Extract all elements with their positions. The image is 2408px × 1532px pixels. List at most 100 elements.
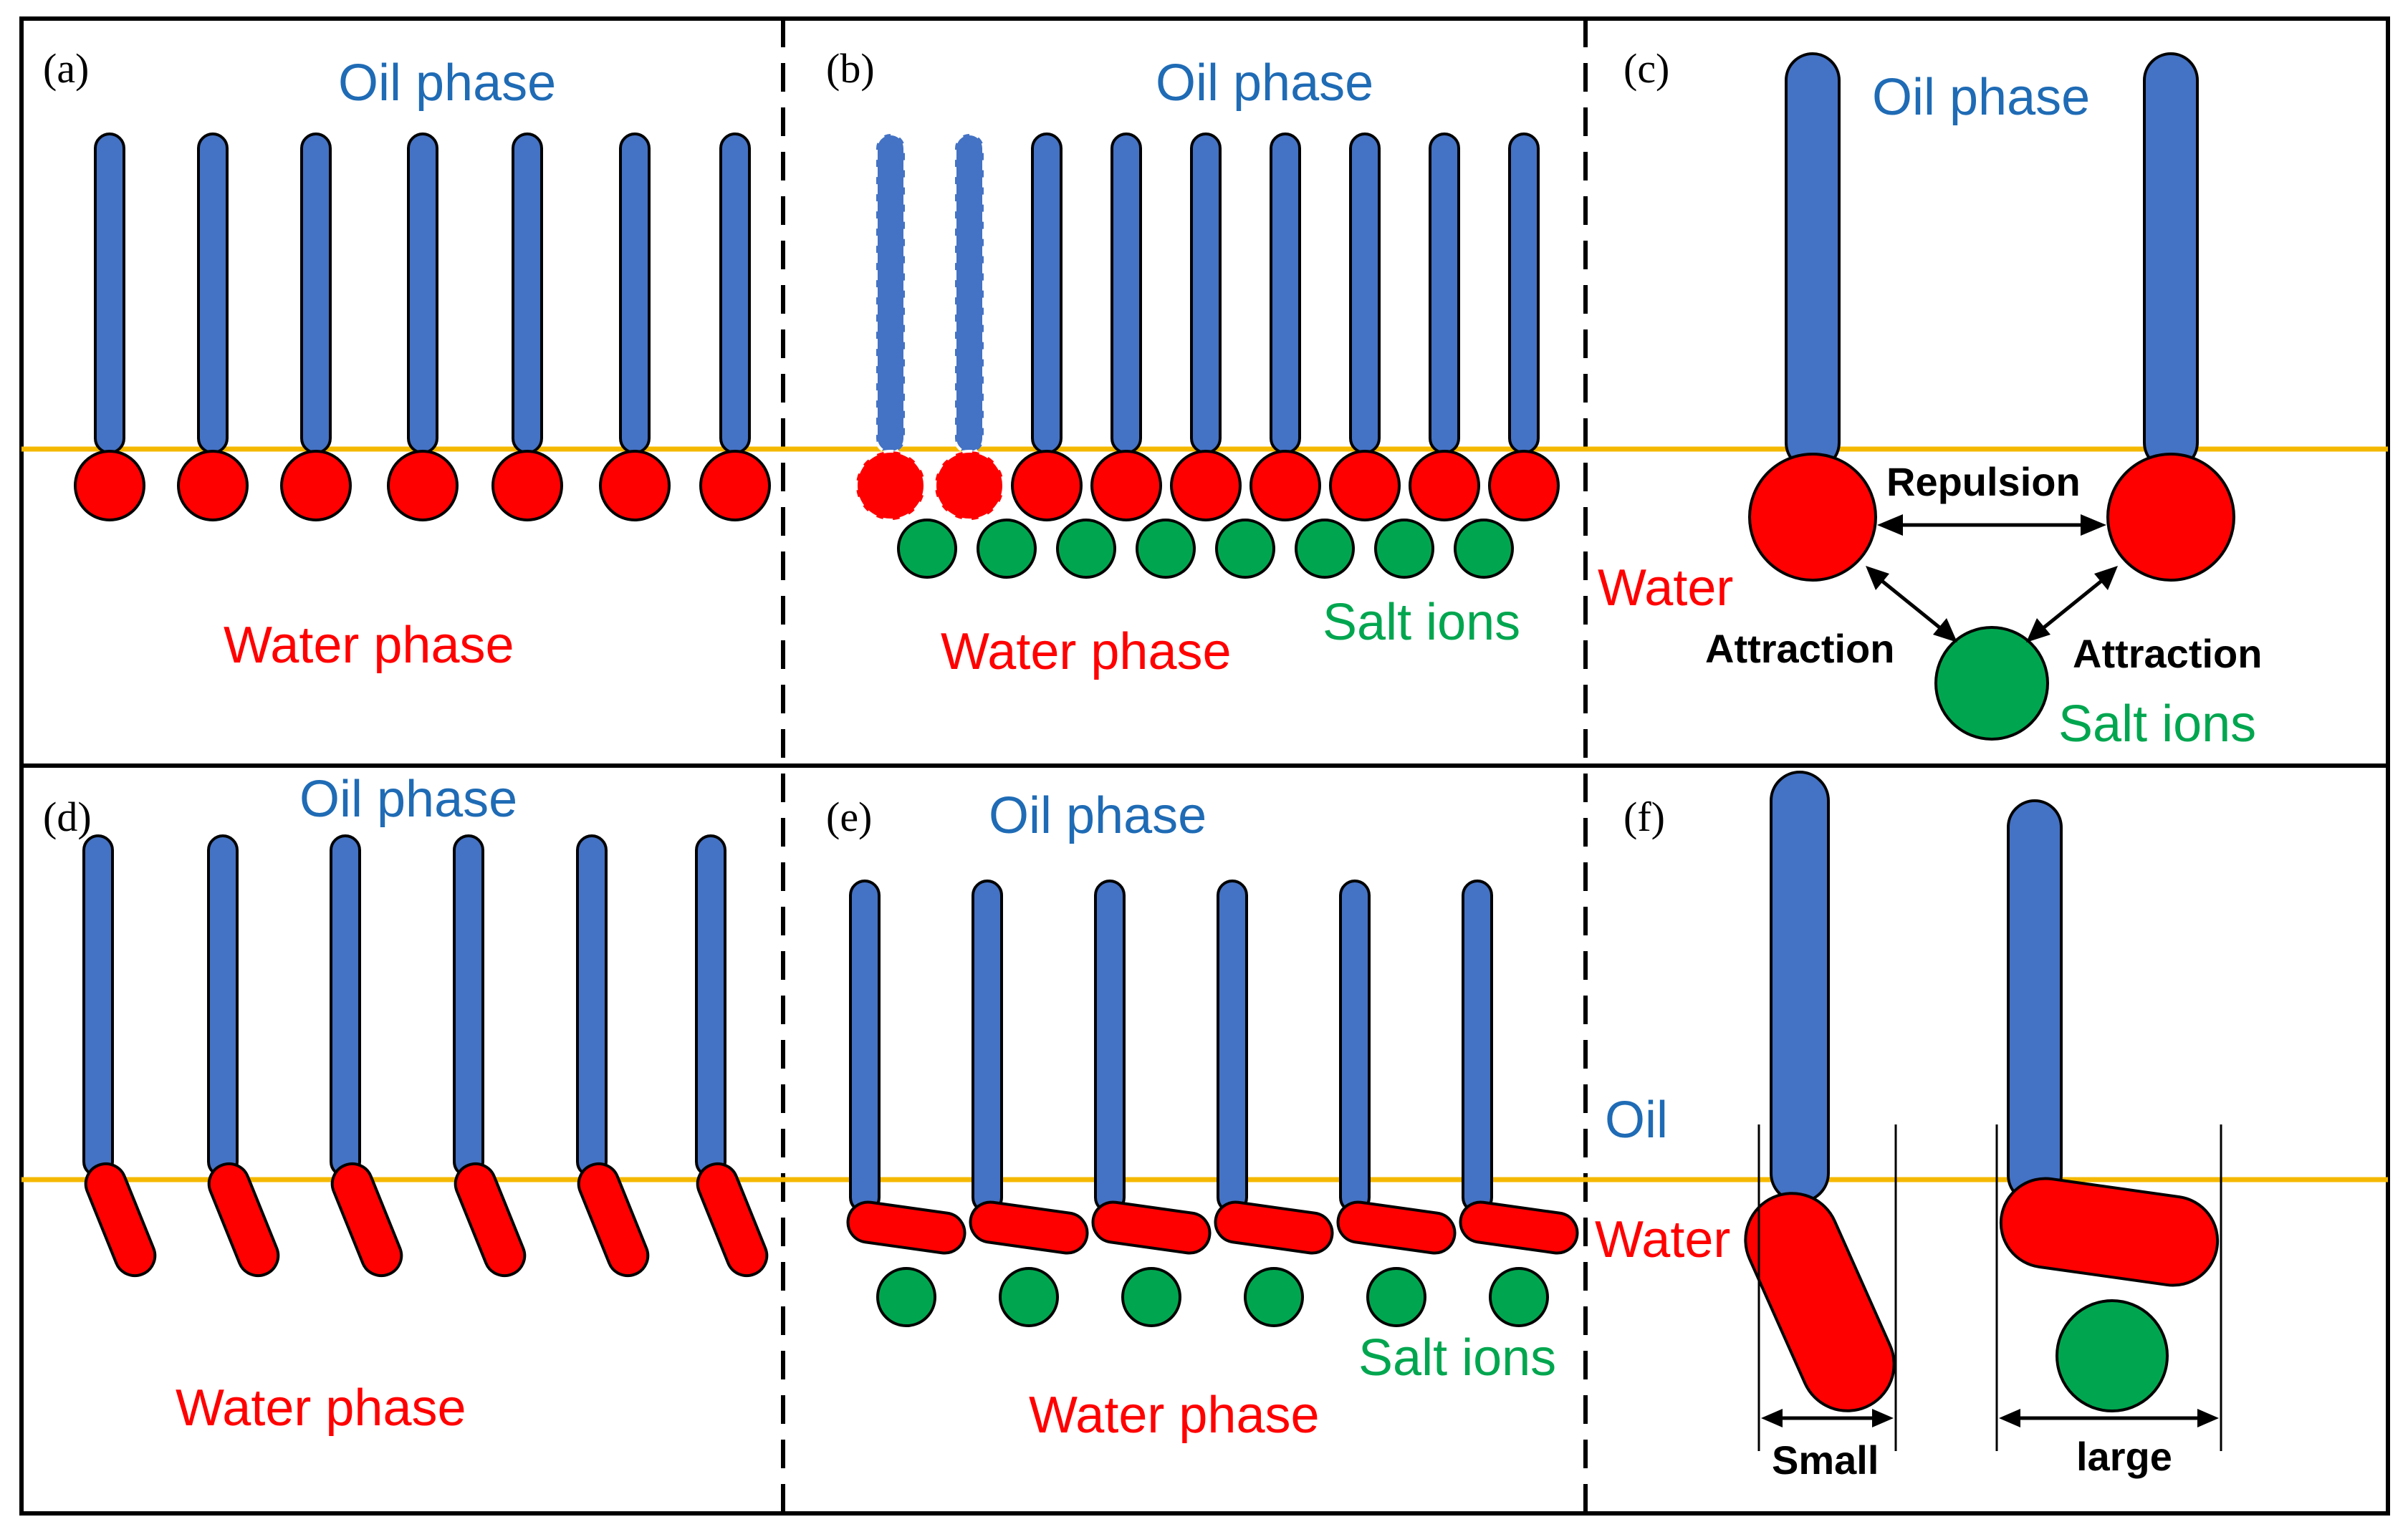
dashed-surfactant-tail [954, 133, 985, 454]
surfactant-tail [695, 834, 726, 1177]
surfactant-tail [1508, 133, 1540, 454]
surfactant-head [387, 450, 459, 521]
surfactant-tail [207, 834, 239, 1177]
panel-e-surfactants [846, 880, 1579, 1255]
panel-b-water-label: Water phase [941, 623, 1232, 680]
panel-e-tag: (e) [826, 794, 872, 840]
surfactant-tail [512, 133, 543, 454]
surfactant-head [2106, 453, 2235, 582]
surfactant-tail [1111, 133, 1142, 454]
attraction-arrowhead-right-top [2094, 566, 2118, 590]
panel-b-salt-ions [897, 519, 1514, 579]
surfactant-head [1336, 1200, 1457, 1255]
surfactant-tail [1094, 880, 1126, 1213]
salt-ion [999, 1267, 1059, 1327]
attraction-arrow-right [2039, 577, 2106, 632]
surfactant-tail [972, 880, 1003, 1213]
surfactant-head [491, 450, 563, 521]
panel-f: (f) Oil Water Small large [1595, 771, 2222, 1483]
surfactant-tail [1770, 771, 1830, 1203]
surfactant-head [1214, 1200, 1334, 1255]
surfactant-tail [719, 133, 751, 454]
surfactant-tail [1785, 52, 1841, 471]
surfactant-tail [1429, 133, 1460, 454]
surfactant-tail [1270, 133, 1301, 454]
surfactant-tail [1190, 133, 1222, 454]
surfactant-head [207, 1162, 280, 1278]
surfactant-head [1011, 450, 1083, 521]
surfactant-head-tilted [1744, 1192, 1896, 1412]
salt-ion [1295, 519, 1355, 579]
surfactant-tail [1031, 133, 1063, 454]
surfactant-tail [407, 133, 438, 454]
panel-c-salt-label: Salt ions [2058, 695, 2256, 753]
salt-ion [897, 519, 957, 579]
panel-c-oil-label: Oil phase [1872, 69, 2090, 126]
panel-e: (e) Oil phase Salt ions Water phase [826, 787, 1579, 1444]
surfactant-tail [849, 880, 881, 1213]
surfactant-tail [197, 133, 229, 454]
surfactant-head [1090, 450, 1162, 521]
panel-f-oil-label: Oil [1605, 1092, 1668, 1149]
panel-d-tag: (d) [43, 794, 92, 840]
large-arrowhead-left [1999, 1409, 2020, 1427]
surfactant-tail [619, 133, 651, 454]
panel-b-surfactants [855, 133, 1560, 521]
salt-ion [1366, 1267, 1426, 1327]
surfactant-head-flat [1999, 1177, 2220, 1287]
surfactant-head [1091, 1200, 1212, 1255]
salt-ion [1374, 519, 1434, 579]
surfactant-tail [330, 834, 361, 1177]
surfactant-tail [1217, 880, 1248, 1213]
panel-c: (c) Oil phase Repulsion Water Attraction… [1598, 45, 2262, 753]
surfactant-head [699, 450, 771, 521]
dashed-surfactant-head [934, 450, 1005, 521]
surfactant-head [1249, 450, 1321, 521]
panel-f-tag: (f) [1623, 794, 1665, 840]
dashed-surfactant-head [855, 450, 926, 521]
surfactant-head [1488, 450, 1560, 521]
panel-a-tag: (a) [43, 45, 89, 92]
surfactant-head [330, 1162, 403, 1278]
surfactant-tail [94, 133, 125, 454]
surfactant-head [74, 450, 145, 521]
repulsion-label: Repulsion [1886, 459, 2081, 504]
surfactant-head [1459, 1200, 1579, 1255]
surfactant-head [696, 1162, 769, 1278]
panel-a-surfactants [74, 133, 771, 521]
salt-ion [1215, 519, 1275, 579]
panel-d-oil-label: Oil phase [299, 771, 517, 828]
small-arrowhead-left [1761, 1409, 1783, 1427]
surfactant-head [599, 450, 671, 521]
panel-d: (d) Oil phase Water phase [43, 771, 769, 1437]
large-label: large [2076, 1434, 2172, 1479]
panel-e-salt-label: Salt ions [1358, 1329, 1556, 1387]
attraction-label-right: Attraction [2073, 631, 2262, 676]
surfactant-head [846, 1200, 966, 1255]
surfactant-head [1170, 450, 1242, 521]
salt-ion [2056, 1299, 2169, 1412]
surfactant-head [280, 450, 352, 521]
surfactant-tail [453, 834, 484, 1177]
salt-ion [1056, 519, 1116, 579]
panel-c-tag: (c) [1623, 45, 1669, 92]
salt-ion [1136, 519, 1196, 579]
panel-e-water-label: Water phase [1029, 1387, 1320, 1444]
surfactant-tail [82, 834, 114, 1177]
surfactant-tail [1339, 880, 1371, 1213]
small-arrowhead-right [1872, 1409, 1894, 1427]
panel-f-water-label: Water [1595, 1211, 1730, 1268]
large-arrowhead-right [2197, 1409, 2219, 1427]
surfactant-head [577, 1162, 650, 1278]
repulsion-arrowhead-right [2081, 514, 2106, 536]
surfactant-head [84, 1162, 157, 1278]
panel-e-oil-label: Oil phase [989, 787, 1207, 844]
attraction-arrowhead-left-bottom [1933, 618, 1957, 642]
surfactant-head [1329, 450, 1401, 521]
panel-c-water-label: Water [1598, 559, 1733, 617]
surfactant-head [1409, 450, 1480, 521]
salt-ion [1454, 519, 1514, 579]
salt-ion [876, 1267, 936, 1327]
panel-b-salt-label: Salt ions [1323, 594, 1520, 651]
panel-d-water-label: Water phase [176, 1379, 466, 1437]
